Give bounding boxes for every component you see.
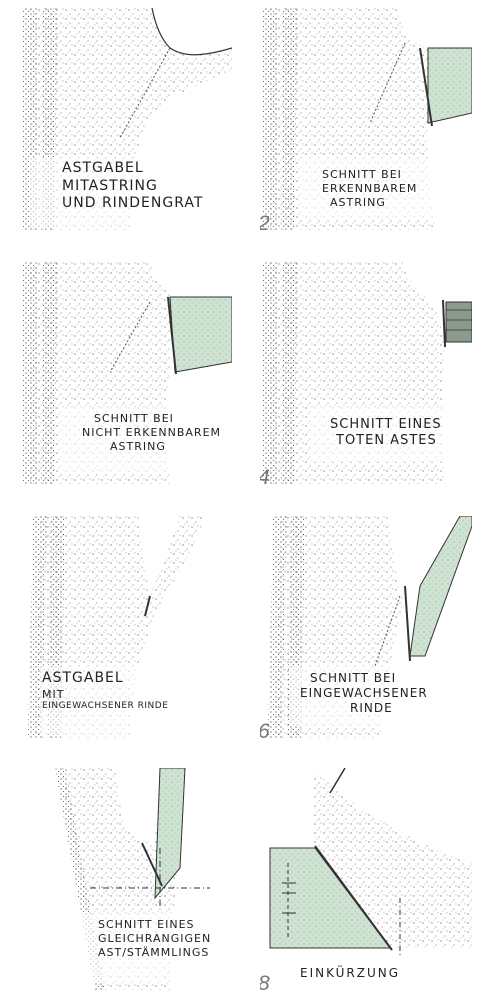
caption-line: UND RINDENGRAT — [62, 195, 203, 213]
caption-line: SCHNITT BEI — [322, 168, 417, 182]
caption-line: EINGEWACHSENER RINDE — [42, 701, 168, 712]
panel-4-caption: SCHNITT EINES TOTEN ASTES — [330, 417, 442, 450]
panel-8-number: 8 — [260, 973, 270, 990]
panel-4-illustration — [260, 262, 472, 484]
panel-4-number: 4 — [260, 467, 270, 484]
caption-line: ASTGABEL — [62, 160, 203, 178]
panel-6-caption: SCHNITT BEI EINGEWACHSENER RINDE — [300, 671, 428, 716]
panel-2: SCHNITT BEI ERKENNBAREM ASTRING 2 — [260, 8, 472, 230]
caption-line: ASTRING — [322, 196, 417, 210]
panel-1: ASTGABEL MITASTRING UND RINDENGRAT 1 — [20, 8, 232, 230]
caption-line: GLEICHRANGIGEN — [98, 932, 211, 946]
caption-line: AST/STÄMMLINGS — [98, 946, 211, 960]
caption-line: ASTRING — [82, 440, 221, 454]
caption-line: SCHNITT BEI — [82, 412, 221, 426]
panel-5: ASTGABEL MIT EINGEWACHSENER RINDE 5 — [20, 516, 232, 738]
caption-line: MITASTRING — [62, 178, 203, 196]
panel-7: SCHNITT EINES GLEICHRANGIGEN AST/STÄMMLI… — [20, 768, 232, 990]
caption-line: SCHNITT EINES — [98, 918, 211, 932]
caption-line: EINGEWACHSENER — [300, 686, 428, 701]
caption-line: EINKÜRZUNG — [300, 966, 400, 981]
panel-2-caption: SCHNITT BEI ERKENNBAREM ASTRING — [322, 168, 417, 209]
panel-5-caption: ASTGABEL MIT EINGEWACHSENER RINDE — [42, 670, 168, 713]
caption-line: SCHNITT BEI — [300, 671, 428, 686]
caption-line: MIT — [42, 688, 168, 702]
caption-line: SCHNITT EINES — [330, 417, 442, 433]
caption-line: RINDE — [300, 701, 428, 716]
panel-3-caption: SCHNITT BEI NICHT ERKENNBAREM ASTRING — [82, 412, 221, 453]
panel-6: SCHNITT BEI EINGEWACHSENER RINDE 6 — [260, 516, 472, 738]
panel-4: SCHNITT EINES TOTEN ASTES 4 — [260, 262, 472, 484]
panel-2-number: 2 — [260, 213, 270, 230]
caption-line: TOTEN ASTES — [330, 433, 442, 449]
panel-7-caption: SCHNITT EINES GLEICHRANGIGEN AST/STÄMMLI… — [98, 918, 211, 959]
caption-line: NICHT ERKENNBAREM — [82, 426, 221, 440]
panel-6-number: 6 — [260, 721, 270, 738]
caption-line: ERKENNBAREM — [322, 182, 417, 196]
panel-8: EINKÜRZUNG 8 — [260, 768, 472, 990]
panel-8-caption: EINKÜRZUNG — [300, 966, 400, 981]
panel-8-illustration — [260, 768, 472, 990]
caption-line: ASTGABEL — [42, 670, 168, 688]
panel-3: SCHNITT BEI NICHT ERKENNBAREM ASTRING 3 — [20, 262, 232, 484]
panel-1-caption: ASTGABEL MITASTRING UND RINDENGRAT — [62, 160, 203, 213]
